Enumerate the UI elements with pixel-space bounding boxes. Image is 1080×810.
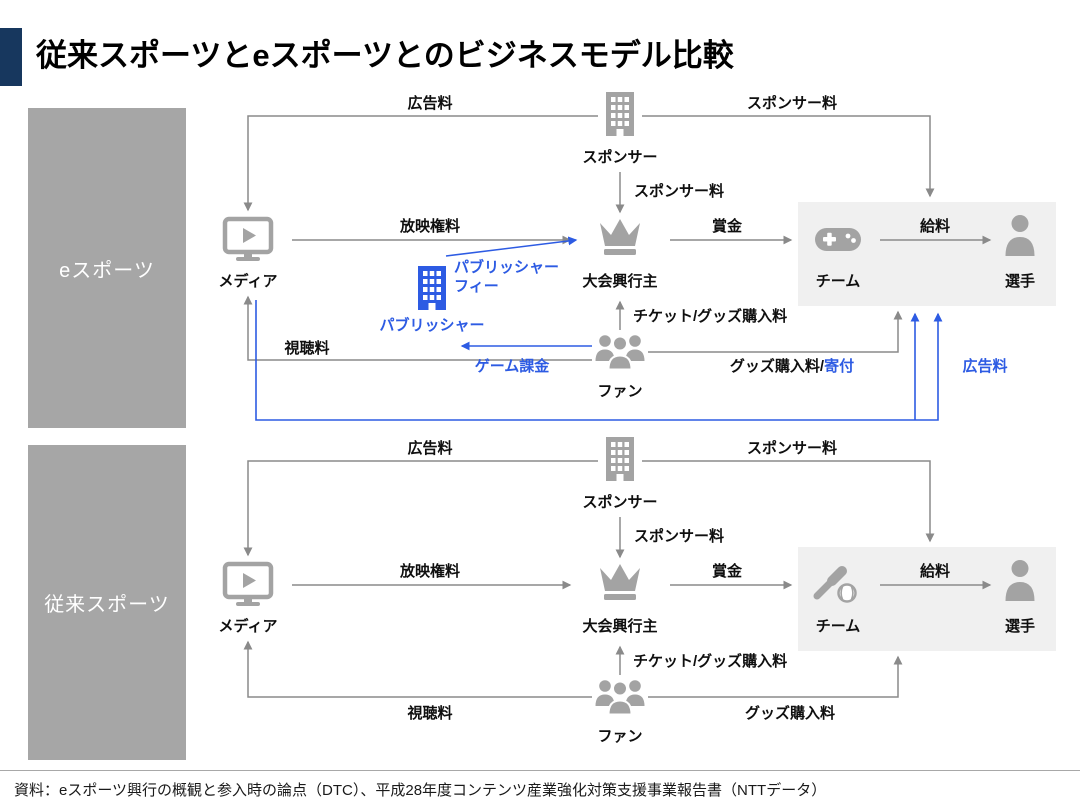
team-label: チーム [816, 273, 861, 290]
publisher-fee-label-2: フィー [454, 278, 499, 295]
donation-part: 寄付 [824, 357, 854, 375]
game-fee-label: ゲーム課金 [475, 357, 551, 375]
sponsor-label: スポンサー [582, 493, 657, 511]
broadcast-fee-label: 放映権料 [399, 562, 460, 580]
sponsor-fee-top-label: スポンサー料 [747, 439, 837, 457]
traditional-panel-label-text: 従来スポーツ [44, 594, 170, 616]
sponsor-building-icon [606, 437, 634, 481]
goods-fee-part: グッズ購入料/ [730, 357, 825, 375]
publisher-building-icon [418, 266, 446, 310]
media-label: メディア [219, 272, 278, 290]
esports-arrow-publisher-fee [445, 236, 578, 257]
viewing-fee-label: 視聴料 [283, 339, 329, 357]
viewing-fee-label: 視聴料 [406, 704, 452, 722]
fan-group-icon [595, 679, 645, 716]
organizer-crown-icon [600, 219, 640, 255]
prize-label: 賞金 [712, 562, 743, 580]
media-label: メディア [219, 617, 278, 635]
team-gamepad-icon [815, 228, 861, 251]
organizer-crown-icon [600, 564, 640, 600]
fan-label: ファン [597, 383, 642, 400]
sponsor-fee-label: スポンサー料 [634, 182, 724, 200]
esports-arrow-ad-fee [243, 115, 598, 212]
fan-label: ファン [597, 728, 642, 745]
publisher-fee-label-1: パブリッシャー [454, 258, 559, 276]
esports-arrow-viewing-fee [243, 295, 592, 361]
trad-arrow-goods-fee [648, 655, 903, 698]
fan-group-icon [595, 334, 645, 371]
esports-arrow-media-ad-player [255, 300, 943, 421]
player-label: 選手 [1005, 617, 1035, 635]
trad-arrow-viewing-fee [243, 640, 592, 698]
title-accent-bar [0, 28, 22, 86]
ticket-goods-label: チケット/グッズ購入料 [633, 652, 787, 670]
organizer-label: 大会興行主 [582, 617, 657, 635]
traditional-diagram: スポンサー メディア 大会興行主 チーム 選手 ファン 広告料 スポンサー料 ス… [219, 437, 1056, 745]
media-tv-icon [225, 219, 271, 261]
trad-arrow-sponsor-fee-team [642, 460, 935, 543]
page-title: 従来スポーツとeスポーツとのビジネスモデル比較 [36, 38, 734, 73]
footer-divider [0, 770, 1080, 771]
goods-fee-label: グッズ購入料 [745, 704, 835, 722]
traditional-panel-label: 従来スポーツ [28, 445, 186, 760]
prize-label: 賞金 [712, 217, 743, 235]
salary-label: 給料 [920, 217, 950, 235]
source-note: 資料：eスポーツ興行の概観と参入時の論点（DTC）、平成28年度コンテンツ産業強… [14, 782, 827, 799]
goods-donation-label: グッズ購入料/寄付 [730, 357, 854, 375]
esports-arrow-sponsor-fee-team [642, 115, 935, 198]
esports-panel-label-text: eスポーツ [59, 259, 155, 282]
media-tv-icon [225, 564, 271, 606]
ad-fee-label: 広告料 [407, 94, 452, 112]
sponsor-fee-top-label: スポンサー料 [747, 94, 837, 112]
media-ad-fee-label: 広告料 [962, 357, 1007, 375]
esports-panel-label: eスポーツ [28, 108, 186, 428]
broadcast-fee-label: 放映権料 [399, 217, 460, 235]
player-label: 選手 [1005, 272, 1035, 290]
sponsor-building-icon [606, 92, 634, 136]
ticket-goods-label: チケット/グッズ購入料 [633, 307, 787, 325]
ad-fee-label: 広告料 [407, 439, 452, 457]
esports-diagram: スポンサー メディア 大会興行主 チーム 選手 ファン パブリッシャー 広告料 … [219, 92, 1056, 421]
salary-label: 給料 [920, 562, 950, 580]
team-label: チーム [816, 618, 861, 635]
organizer-label: 大会興行主 [582, 272, 657, 290]
esports-arrow-goods-fee [648, 310, 903, 353]
sponsor-label: スポンサー [582, 148, 657, 166]
trad-arrow-ad-fee [243, 460, 598, 557]
publisher-label: パブリッシャー [379, 316, 484, 334]
sponsor-fee-label: スポンサー料 [634, 527, 724, 545]
